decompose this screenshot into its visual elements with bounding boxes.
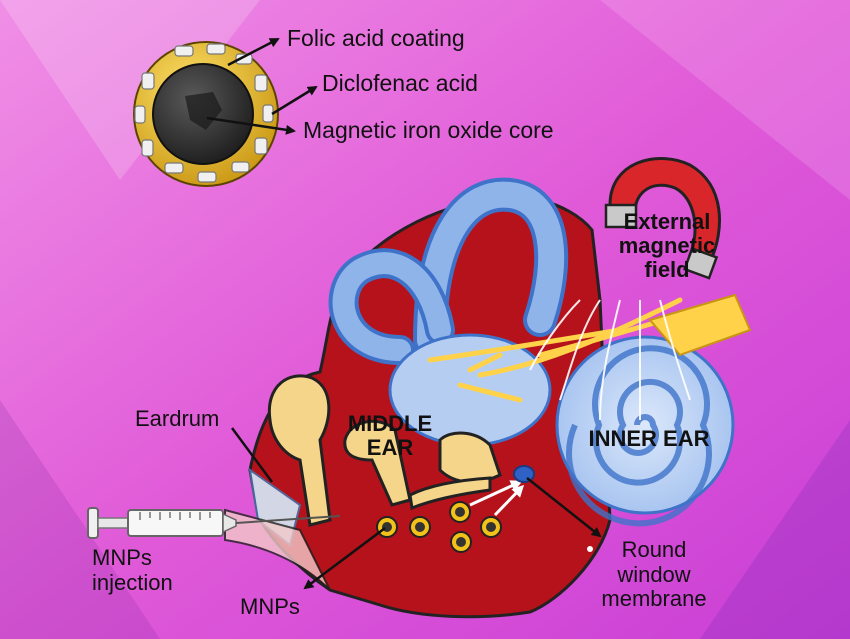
- mnp-particle: [377, 517, 397, 537]
- ligand: [232, 162, 249, 172]
- ligand: [263, 105, 273, 122]
- ligand: [165, 163, 183, 173]
- mnp-particle: [450, 502, 470, 522]
- label-middle-ear: MIDDLE EAR: [335, 412, 445, 460]
- syringe-plunger: [98, 518, 128, 528]
- label-mnps-injection: MNPs injection: [92, 546, 173, 595]
- label-folic-acid-coating: Folic acid coating: [287, 25, 465, 52]
- mnp-particle: [410, 517, 430, 537]
- mnp-particle: [481, 517, 501, 537]
- ligand: [255, 75, 267, 91]
- label-inner-ear: INNER EAR: [574, 427, 724, 451]
- syringe-barrel: [128, 510, 223, 536]
- label-magnetic-core: Magnetic iron oxide core: [303, 117, 554, 144]
- label-external-magnetic-field: External magnetic field: [608, 210, 726, 281]
- ligand: [142, 140, 153, 156]
- cochlea-body: [557, 337, 733, 513]
- ligand: [142, 73, 154, 89]
- ligand: [175, 46, 193, 56]
- label-round-window-membrane: Round window membrane: [590, 538, 718, 612]
- ligand: [198, 172, 216, 182]
- ligand: [135, 106, 145, 123]
- mnp-particle: [451, 532, 471, 552]
- label-diclofenac-acid: Diclofenac acid: [322, 70, 478, 97]
- label-mnps: MNPs: [240, 595, 300, 620]
- label-eardrum: Eardrum: [135, 407, 219, 432]
- syringe-plunger-cap: [88, 508, 98, 538]
- ligand: [255, 138, 267, 154]
- nanoparticle: [134, 42, 278, 186]
- ligand: [207, 44, 225, 54]
